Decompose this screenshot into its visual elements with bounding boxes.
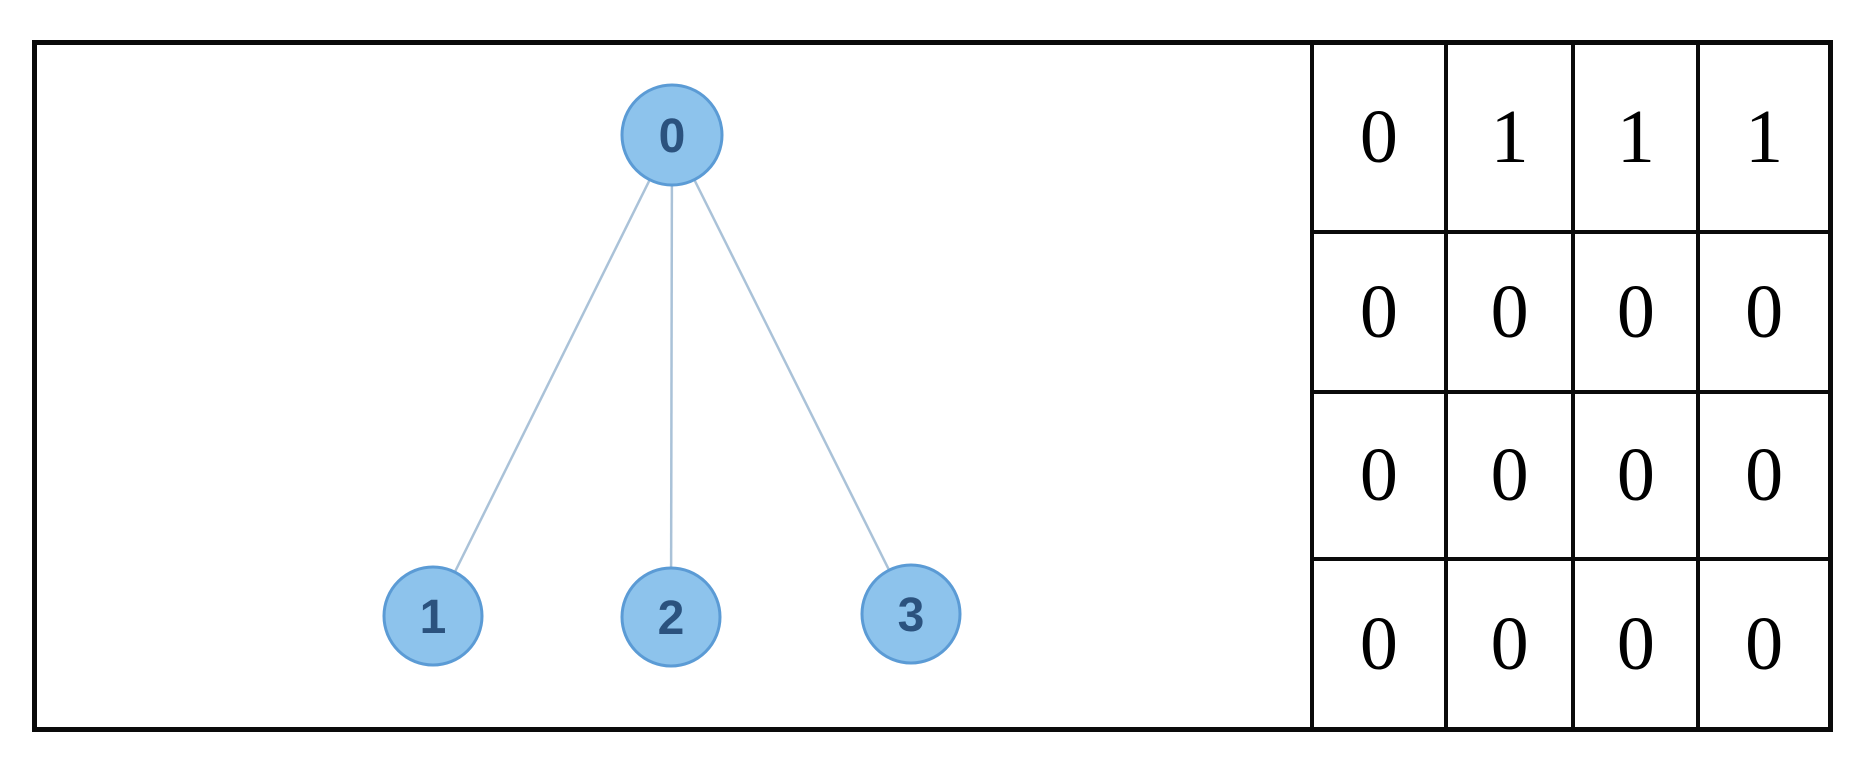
matrix-cell-2-3: 0 xyxy=(1700,394,1828,562)
matrix-cell-3-2: 0 xyxy=(1575,561,1701,727)
node-1-label: 1 xyxy=(420,591,447,644)
matrix-cell-2-0: 0 xyxy=(1314,394,1448,562)
matrix-cell-0-3: 1 xyxy=(1700,45,1828,234)
edge-0-3 xyxy=(670,134,913,615)
matrix-cell-0-0: 0 xyxy=(1314,45,1448,234)
matrix-cell-1-2: 0 xyxy=(1575,233,1701,395)
node-3: 3 xyxy=(860,563,962,665)
matrix-cell-3-3: 0 xyxy=(1700,561,1828,727)
matrix-cell-2-1: 0 xyxy=(1447,394,1576,562)
matrix-cell-1-1: 0 xyxy=(1447,233,1576,395)
edge-0-1 xyxy=(431,134,674,617)
edge-0-2 xyxy=(669,134,674,618)
node-0-label: 0 xyxy=(659,110,686,163)
adjacency-matrix: 0 1 1 1 0 0 0 0 0 0 0 0 0 0 0 0 xyxy=(1310,45,1828,727)
matrix-cell-0-1: 1 xyxy=(1447,45,1576,234)
matrix-cell-2-2: 0 xyxy=(1575,394,1701,562)
node-0: 0 xyxy=(620,83,724,187)
node-3-circle xyxy=(860,563,962,665)
matrix-cell-1-0: 0 xyxy=(1314,233,1448,395)
node-2-circle xyxy=(620,566,722,668)
matrix-cell-3-1: 0 xyxy=(1447,561,1576,727)
diagram-frame: 0 1 1 1 0 0 0 0 0 0 0 0 0 0 0 0 xyxy=(32,40,1833,732)
node-1-circle xyxy=(382,565,484,667)
matrix-cell-1-3: 0 xyxy=(1700,233,1828,395)
matrix-cell-0-2: 1 xyxy=(1575,45,1701,234)
node-1: 1 xyxy=(382,565,484,667)
node-0-circle xyxy=(620,83,724,187)
node-3-label: 3 xyxy=(898,589,925,642)
node-2: 2 xyxy=(620,566,722,668)
node-2-label: 2 xyxy=(658,592,685,645)
matrix-cell-3-0: 0 xyxy=(1314,561,1448,727)
